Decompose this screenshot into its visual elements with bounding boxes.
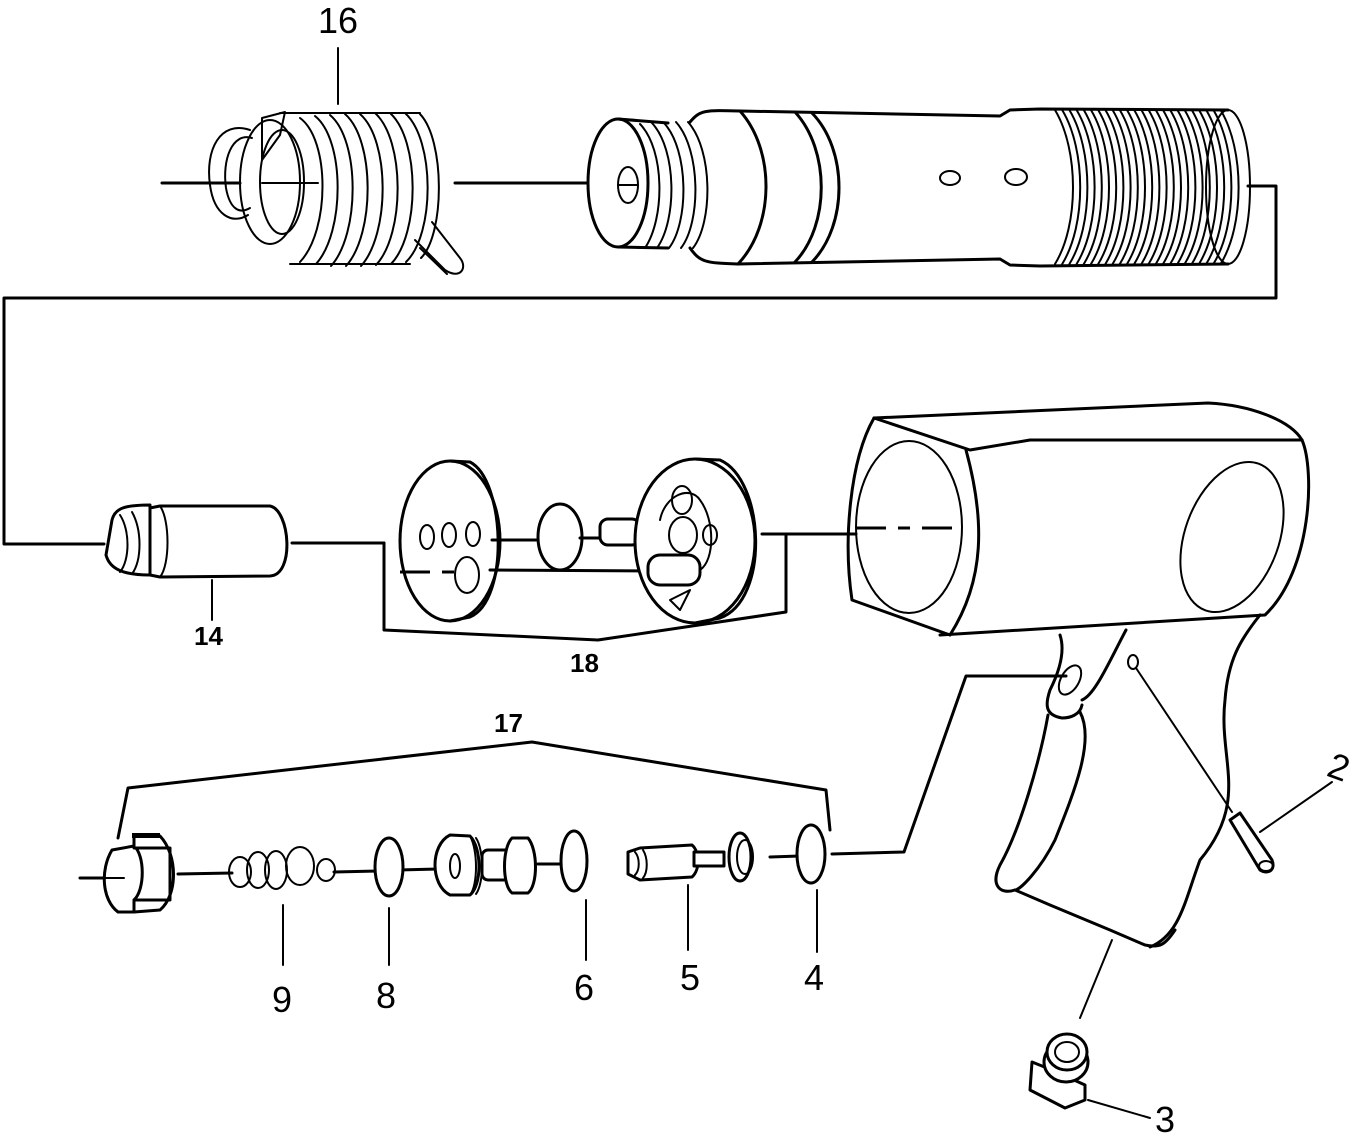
gun-housing[interactable] <box>846 401 1311 949</box>
valve-pin-part-5[interactable] <box>626 831 754 951</box>
thread-line <box>1205 109 1226 265</box>
thread-line <box>1104 109 1125 265</box>
callout-16: 16 <box>318 0 358 41</box>
throttle-valve-assembly-part-17[interactable] <box>116 740 832 840</box>
spring-coils <box>299 112 440 267</box>
thread-line <box>1190 109 1211 265</box>
valve-seat[interactable] <box>433 833 537 897</box>
callout-2: 2 <box>1323 744 1356 789</box>
thread-line <box>1162 109 1182 265</box>
piston-part-14[interactable] <box>104 503 289 621</box>
thread-line <box>1169 109 1190 265</box>
spring-part-16[interactable] <box>208 47 465 275</box>
callout-14: 14 <box>194 621 223 651</box>
callout-5: 5 <box>680 957 700 998</box>
callout-8: 8 <box>376 975 396 1016</box>
callout-3: 3 <box>1155 1099 1175 1137</box>
thread-line <box>1054 109 1074 265</box>
valve-cap[interactable] <box>79 833 175 914</box>
air-inlet-part-3[interactable] <box>1028 939 1151 1119</box>
thread-line <box>1147 109 1168 265</box>
thread-line <box>1219 109 1240 265</box>
callout-18: 18 <box>570 648 599 678</box>
thread-line <box>1126 109 1146 265</box>
barrel-cylinder[interactable] <box>586 107 1251 268</box>
thread-line <box>1176 109 1197 265</box>
callout-6: 6 <box>574 967 594 1008</box>
thread-line <box>1133 109 1154 265</box>
thread-line <box>1140 109 1161 265</box>
thread-line <box>1075 109 1096 265</box>
thread-line <box>1198 109 1218 265</box>
thread-line <box>1118 109 1139 265</box>
oring-part-4[interactable] <box>795 823 827 953</box>
oring-part-8[interactable] <box>373 836 405 966</box>
oring-part-6[interactable] <box>559 829 589 961</box>
callout-17: 17 <box>494 708 523 738</box>
barrel-rear-threads <box>1054 109 1240 265</box>
spring-part-9[interactable] <box>228 846 336 966</box>
thread-line <box>1090 109 1110 265</box>
thread-line <box>1068 109 1089 265</box>
valve-assembly-part-18[interactable] <box>382 457 788 642</box>
thread-line <box>1212 109 1233 265</box>
barrel-front-threads <box>639 121 709 249</box>
trigger-pin-part-2[interactable] <box>1228 781 1333 874</box>
thread-line <box>1183 109 1204 265</box>
callout-4: 4 <box>804 957 824 998</box>
thread-line <box>1082 109 1103 265</box>
thread-line <box>1154 109 1175 265</box>
thread-line <box>1097 109 1118 265</box>
thread-line <box>1061 109 1082 265</box>
callout-9: 9 <box>272 979 292 1020</box>
thread-line <box>1111 109 1132 265</box>
